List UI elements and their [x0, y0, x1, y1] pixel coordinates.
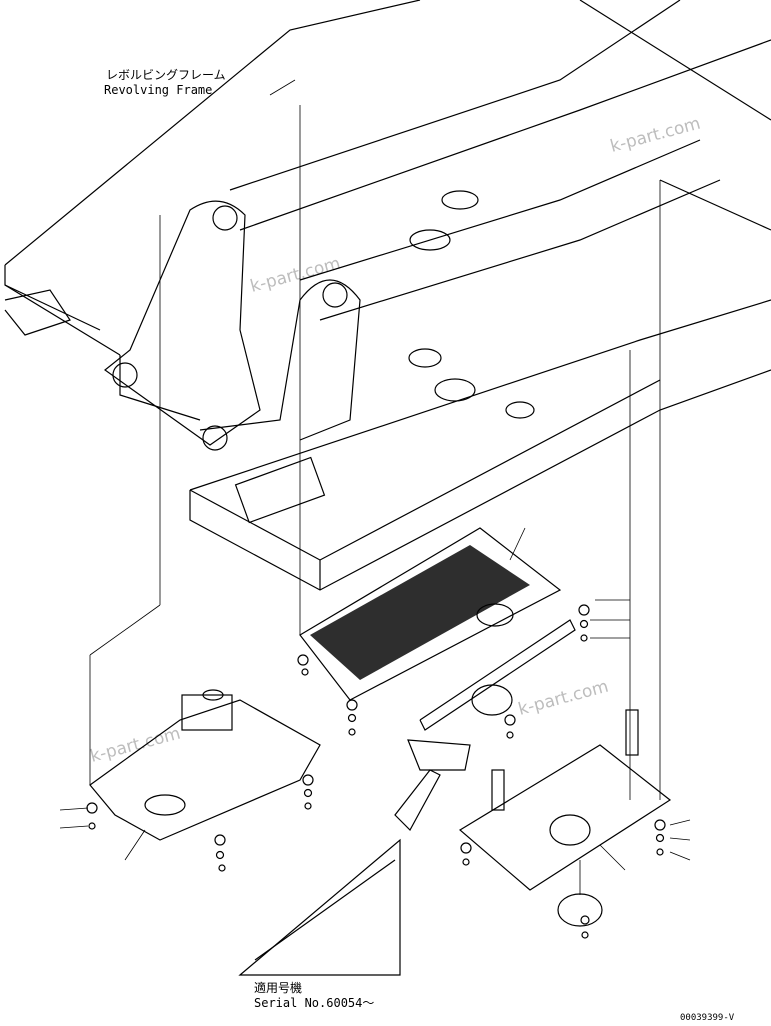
leader-lines — [59, 79, 691, 895]
strip-detail — [238, 739, 471, 976]
title-en: Revolving Frame — [104, 83, 213, 97]
hardware-bolts — [86, 604, 666, 939]
watermark: k-part.com — [248, 254, 343, 297]
drawing-id: 00039399-V — [680, 1013, 735, 1023]
title-jp: レボルビングフレーム — [106, 68, 226, 82]
watermark: k-part.com — [516, 677, 611, 720]
right-cover-plate — [458, 709, 672, 927]
revolving-frame — [4, 0, 771, 591]
watermark-group: k-part.com k-part.com k-part.com k-part.… — [88, 114, 703, 767]
serial-en: Serial No.60054～ — [254, 996, 375, 1010]
serial-jp: 適用号機 — [254, 981, 303, 995]
watermark: k-part.com — [608, 114, 703, 157]
left-cover-plate — [89, 689, 321, 841]
watermark: k-part.com — [88, 724, 183, 767]
perforated-cover — [299, 527, 576, 731]
